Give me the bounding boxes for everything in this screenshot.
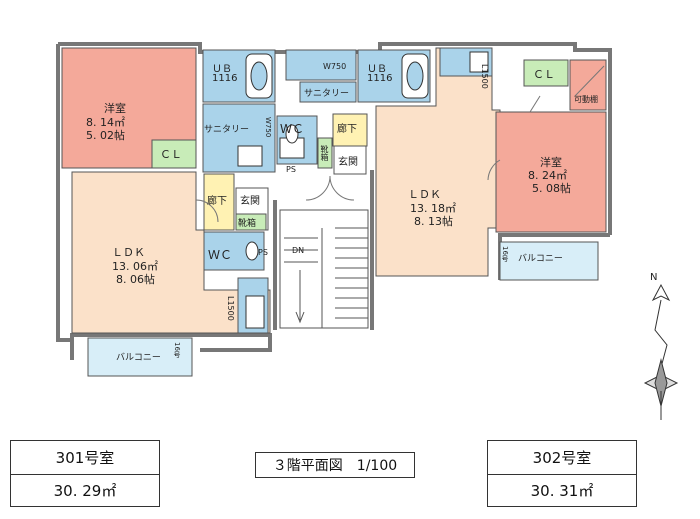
- room-302-western: [495, 111, 607, 233]
- room-301-hall-label: 廊下: [207, 196, 227, 207]
- room-302-ldk-m2: 13. 18㎡: [410, 202, 456, 215]
- room-301-ldk-m2: 13. 06㎡: [112, 260, 158, 273]
- room-301-shoe: [235, 213, 267, 231]
- room-302-western-jo: 5. 08帖: [532, 182, 571, 195]
- room-301-ldk: [71, 171, 271, 334]
- room-301-ps-label: PS: [258, 248, 268, 257]
- room-301-sanitary-label: サニタリー: [204, 125, 250, 135]
- room-302-kitchen-label: L1500: [480, 64, 489, 89]
- room-301-wm-label: W750: [264, 117, 272, 138]
- room-302-shelf-area: [569, 59, 607, 111]
- room-302-entrance-label: 玄関: [338, 157, 358, 168]
- room-301-cl: [151, 139, 197, 169]
- room-301-western-m2: 8. 14㎡: [86, 116, 125, 129]
- room-302-hall: [332, 113, 368, 147]
- room-301-shoe-label: 靴箱: [238, 219, 257, 229]
- north-label: N: [650, 272, 658, 283]
- shelf-hatch: [529, 65, 605, 113]
- room-301-ldk-name: ＬＤＫ: [112, 246, 145, 259]
- room-302-ldk: [375, 47, 501, 277]
- room-302-western-name: 洋室: [540, 156, 562, 169]
- room-301-kitchen-label: L1500: [226, 296, 235, 321]
- room-301-cl-label: ＣＬ: [160, 148, 182, 161]
- room-302-sanitary-top: [285, 49, 357, 81]
- room-302-ub-size: 1116: [367, 73, 393, 84]
- room-301-wc-label: ＷＣ: [208, 248, 233, 262]
- room-302-balcony-label: バルコニー: [518, 254, 563, 264]
- room-302-heater-label: 16号: [501, 246, 509, 262]
- room-302-wc-label: ＷＣ: [280, 122, 305, 136]
- fixtures: [237, 51, 489, 329]
- room-302-sanitary-label: サニタリー: [304, 89, 350, 99]
- unit-302-name: 302号室: [488, 441, 636, 475]
- room-301-balcony-label: バルコニー: [116, 353, 161, 363]
- room-302-sanitary: [299, 81, 357, 103]
- room-302-shelf-label: 可動棚: [574, 95, 598, 104]
- room-302-ldk-jo: 8. 13帖: [414, 215, 453, 228]
- room-302-western-m2: 8. 24㎡: [528, 169, 567, 182]
- room-301-heater-label: 16号: [173, 342, 181, 358]
- room-302-shoe: [317, 137, 333, 169]
- room-302-cl: [523, 59, 569, 87]
- room-301-western-jo: 5. 02帖: [86, 129, 125, 142]
- stair-dn-label: DN: [292, 246, 305, 255]
- structure-walls: [56, 42, 612, 360]
- balcony-302: [499, 241, 599, 281]
- room-302-cl-label: ＣＬ: [533, 68, 555, 81]
- door-swings: [195, 159, 501, 223]
- unit-301-info: 301号室 30. 29㎡: [10, 440, 160, 507]
- room-302-ps-label: PS: [286, 165, 296, 174]
- balcony-301: [87, 337, 193, 377]
- room-301-western-name: 洋室: [104, 102, 126, 115]
- room-301-ub-size: 1116: [212, 73, 238, 84]
- room-302-ub-label: ＵＢ: [367, 64, 387, 75]
- room-302-shoe-label: 靴箱: [320, 145, 329, 161]
- room-301-ldk-jo: 8. 06帖: [116, 273, 155, 286]
- room-302-hall-label: 廊下: [337, 124, 357, 135]
- unit-301-name: 301号室: [11, 441, 159, 475]
- unit-302-info: 302号室 30. 31㎡: [487, 440, 637, 507]
- room-301-ub-label: ＵＢ: [212, 64, 232, 75]
- room-302-wm-label: W750: [323, 62, 347, 71]
- unit-301-area: 30. 29㎡: [53, 481, 117, 500]
- stairwell: [279, 209, 369, 329]
- room-302-ldk-name: ＬＤＫ: [408, 188, 441, 201]
- room-301-hall: [203, 173, 235, 231]
- unit-302-area: 30. 31㎡: [530, 481, 594, 500]
- room-301-entrance-label: 玄関: [240, 196, 260, 207]
- north-arrow-icon: [643, 283, 679, 420]
- plan-title: ３階平面図 1/100: [255, 452, 415, 478]
- room-302-entrance: [333, 145, 367, 175]
